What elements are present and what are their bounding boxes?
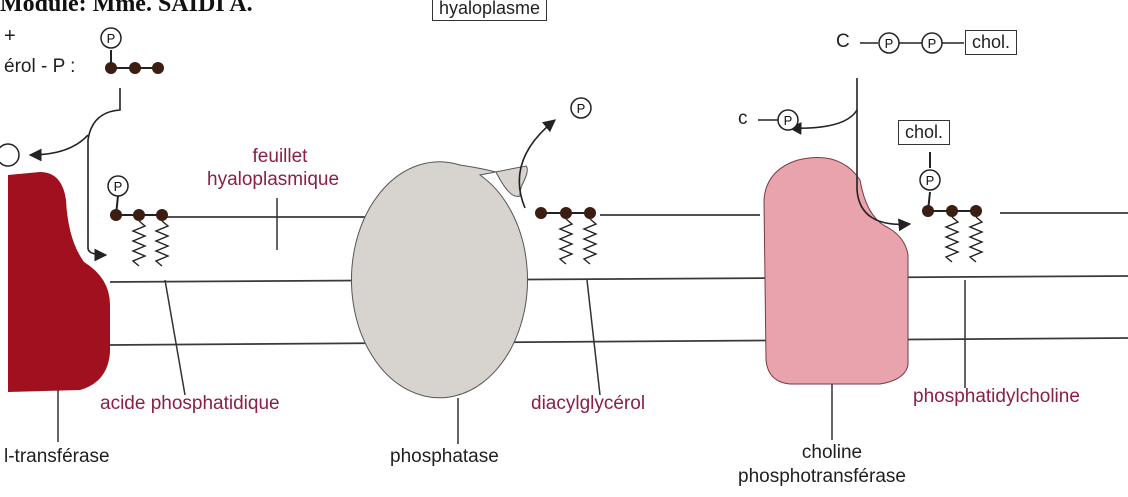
glycerol-bead: [152, 62, 164, 74]
fatty-acid-tail: [133, 221, 145, 266]
phosphotransferase-label: phosphotransférase: [738, 466, 906, 489]
acyltransferase-arrow-out: [30, 135, 88, 155]
glycerol-bead: [129, 62, 141, 74]
acyltransferase-arrow-in: [88, 88, 120, 255]
phosphatase-enzyme: [351, 162, 527, 398]
feuillet-label: feuillet: [240, 146, 320, 169]
acide-phosphatidique-lipid: [110, 196, 168, 266]
fatty-acid-tail: [584, 219, 596, 264]
glycerol-bead: [922, 205, 934, 217]
phosphate-label: P: [784, 113, 793, 128]
acyltransferase-label: l-transférase: [4, 446, 110, 469]
glycerol-phosphate-molecule: [105, 50, 164, 74]
acide-phosphatidique-label: acide phosphatidique: [100, 393, 280, 416]
acyltransferase-enzyme: [8, 172, 110, 392]
cdp-choline-molecule: [758, 43, 964, 120]
phosphate-label: P: [885, 36, 894, 51]
glycerol-bead: [946, 205, 958, 217]
phosphatase-label: phosphatase: [390, 446, 499, 469]
diacyl-leader: [587, 280, 600, 395]
glycerol-p-formula: érol - P :: [4, 56, 75, 79]
cytidine-label: C: [836, 31, 850, 54]
phosphate-label: P: [114, 179, 123, 194]
diacylglycerol-lipid: [535, 207, 596, 264]
plus-sign: +: [4, 24, 16, 48]
membrane-bilayer: [110, 213, 1128, 345]
glycerol-bead: [156, 209, 168, 221]
choline-phosphotransferase-enzyme: [764, 158, 908, 385]
phosphate-label: P: [928, 36, 937, 51]
phosphate-label: P: [577, 101, 586, 116]
glycerol-bead: [133, 209, 145, 221]
fatty-acid-tail: [970, 217, 982, 262]
membrane-inner-line: [110, 338, 1128, 345]
phosphate-label: P: [107, 31, 116, 46]
choline-box-top: chol.: [965, 30, 1017, 55]
phosphatidylcholine-label: phosphatidylcholine: [913, 386, 1080, 409]
compartment-box: hyaloplasme: [432, 0, 547, 21]
phosphatase-arrow: [519, 120, 555, 208]
partial-molecule: [0, 144, 19, 166]
glycerol-bead: [560, 207, 572, 219]
choline-box-lipid: chol.: [898, 120, 950, 145]
acide-leader: [165, 280, 185, 395]
cytidine-monophosphate-label: c: [738, 108, 748, 131]
fatty-acid-tail: [560, 219, 572, 264]
glycerol-bead: [970, 205, 982, 217]
glycerol-bead: [535, 207, 547, 219]
fatty-acid-tail: [946, 217, 958, 262]
glycerol-bead: [584, 207, 596, 219]
hyaloplasmique-label: hyaloplasmique: [207, 169, 339, 192]
glycerol-bead: [110, 209, 122, 221]
glycerol-bead: [105, 62, 117, 74]
phosphate-label: P: [926, 173, 935, 188]
phosphatidylcholine-lipid: [922, 152, 982, 262]
diacylglycerol-label: diacylglycérol: [531, 393, 645, 416]
choline-label: choline: [772, 442, 892, 465]
page-header: Module: Mme. SAIDI A.: [0, 0, 253, 18]
fatty-acid-tail: [156, 221, 168, 266]
membrane-middle-line: [110, 276, 1128, 282]
cmp-release-arrow: [790, 110, 857, 128]
